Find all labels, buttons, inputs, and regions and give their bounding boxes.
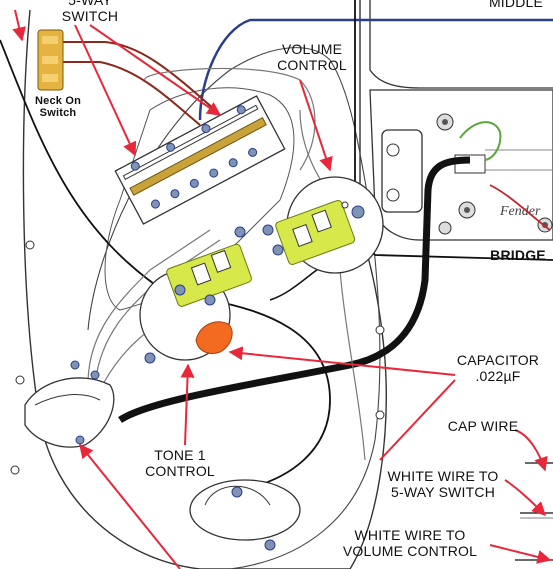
output-jack-plate xyxy=(24,360,115,448)
bridge-pickup-area: Fender xyxy=(369,89,553,241)
tone-label-line1: TONE 1 xyxy=(154,447,206,463)
red-wire-2 xyxy=(60,61,201,126)
white-switch-line1: WHITE WIRE TO xyxy=(387,468,499,484)
capacitor-label-line2: .022µF xyxy=(475,368,521,384)
capacitor-label: CAPACITOR .022µF xyxy=(445,352,551,384)
neck-on-label-line1: Neck On xyxy=(34,95,82,107)
neck-on-switch-box xyxy=(37,29,64,91)
tone-label-line2: CONTROL xyxy=(145,463,215,479)
middle-label: MIDDLE xyxy=(488,0,544,10)
bridge-label: BRIDGE xyxy=(490,247,546,263)
red-wire-1 xyxy=(60,41,216,111)
wire-ends xyxy=(515,462,553,561)
pickguard-inner-outline xyxy=(87,47,381,569)
white-volume-line2: VOLUME CONTROL xyxy=(342,543,478,559)
pickguard-outline xyxy=(22,0,387,569)
five-way-switch-label: 5-WAY SWITCH xyxy=(48,0,132,24)
white-wire-volume-label: WHITE WIRE TO VOLUME CONTROL xyxy=(335,527,485,559)
volume-label-line2: CONTROL xyxy=(277,57,347,73)
black-wire-1 xyxy=(0,39,171,296)
bottom-jack xyxy=(189,479,301,551)
red-wire-bridge xyxy=(489,184,551,231)
blue-wire xyxy=(198,18,553,121)
ground-wire-thick xyxy=(118,156,471,423)
middle-pickup-edge xyxy=(369,0,553,89)
neck-on-switch-label: Neck On Switch xyxy=(28,95,88,119)
volume-pot xyxy=(262,176,384,274)
green-wire xyxy=(459,121,502,161)
volume-control-label: VOLUME CONTROL xyxy=(262,41,362,73)
black-wire-3 xyxy=(209,299,331,491)
capacitor xyxy=(195,321,233,354)
five-way-label-line1: 5-WAY xyxy=(68,0,112,8)
volume-label-line1: VOLUME xyxy=(281,41,343,57)
five-way-switch xyxy=(114,95,286,225)
cap-wire-label: CAP WIRE xyxy=(447,418,519,434)
five-way-label-line2: SWITCH xyxy=(61,8,119,24)
white-volume-line1: WHITE WIRE TO xyxy=(354,527,466,543)
capacitor-label-line1: CAPACITOR xyxy=(456,352,540,368)
white-wire-switch-label: WHITE WIRE TO 5-WAY SWITCH xyxy=(378,468,508,500)
cavity-outline xyxy=(104,87,295,311)
neck-on-label-line2: Switch xyxy=(39,107,77,119)
white-wire-switch-loop xyxy=(144,67,316,171)
annotation-arrows xyxy=(12,9,552,569)
screws xyxy=(10,201,385,475)
white-switch-line2: 5-WAY SWITCH xyxy=(390,484,496,500)
tone-control-label: TONE 1 CONTROL xyxy=(135,447,225,479)
